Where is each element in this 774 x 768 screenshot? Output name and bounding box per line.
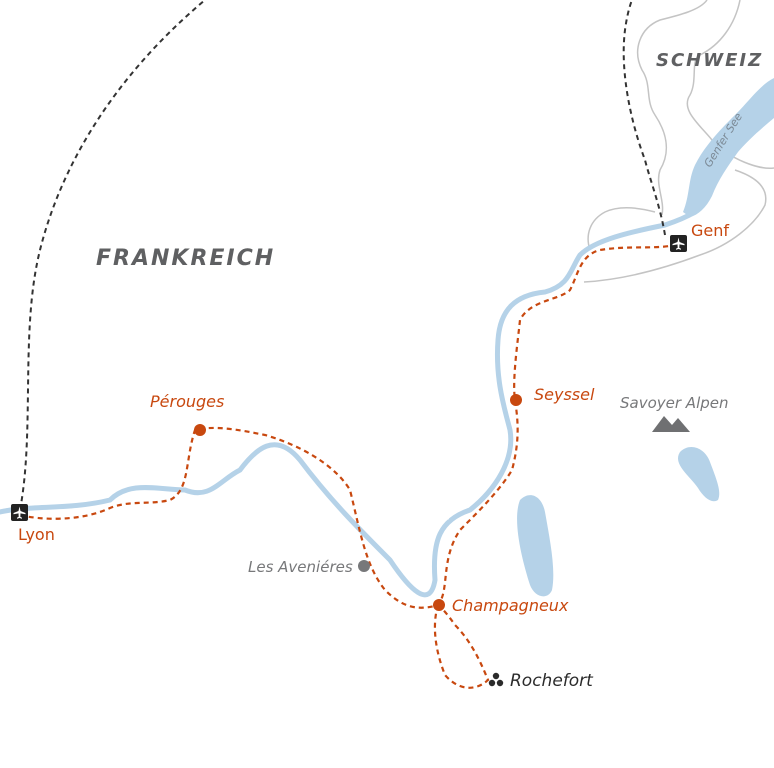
airport-icon	[11, 504, 28, 521]
city-label-lyon: Lyon	[18, 525, 55, 544]
place-label-rochefort: Rochefort	[510, 671, 594, 691]
lake	[517, 495, 554, 597]
place-label-les-avenieres: Les Aveniéres	[248, 558, 353, 576]
flight-path-genf	[622, 0, 666, 236]
mountain-icon	[652, 416, 690, 432]
city-label-genf: Genf	[691, 221, 729, 240]
town-dot-icon	[510, 394, 522, 406]
airport-icon	[670, 235, 687, 252]
town-dot-icon	[433, 599, 445, 611]
country-label-france: FRANKREICH	[96, 246, 275, 271]
city-label-seyssel: Seyssel	[534, 385, 595, 404]
swiss-border	[637, 0, 708, 216]
lake	[677, 447, 720, 502]
town-dot-icon	[358, 560, 370, 572]
village-dots-icon	[488, 672, 504, 687]
country-label-switzerland: SCHWEIZ	[656, 50, 763, 71]
swiss-border	[583, 169, 767, 283]
swiss-border	[587, 207, 656, 251]
lake-geneva	[683, 78, 774, 217]
cruise-route	[19, 242, 679, 609]
city-label-champagneux: Champagneux	[452, 596, 569, 615]
flight-path-lyon	[19, 0, 206, 511]
cruise-route-loop	[433, 604, 490, 689]
rhone-river	[0, 209, 698, 598]
city-label-perouges: Pérouges	[150, 392, 224, 411]
mountain-label: Savoyer Alpen	[620, 394, 729, 412]
town-dot-icon	[194, 424, 206, 436]
